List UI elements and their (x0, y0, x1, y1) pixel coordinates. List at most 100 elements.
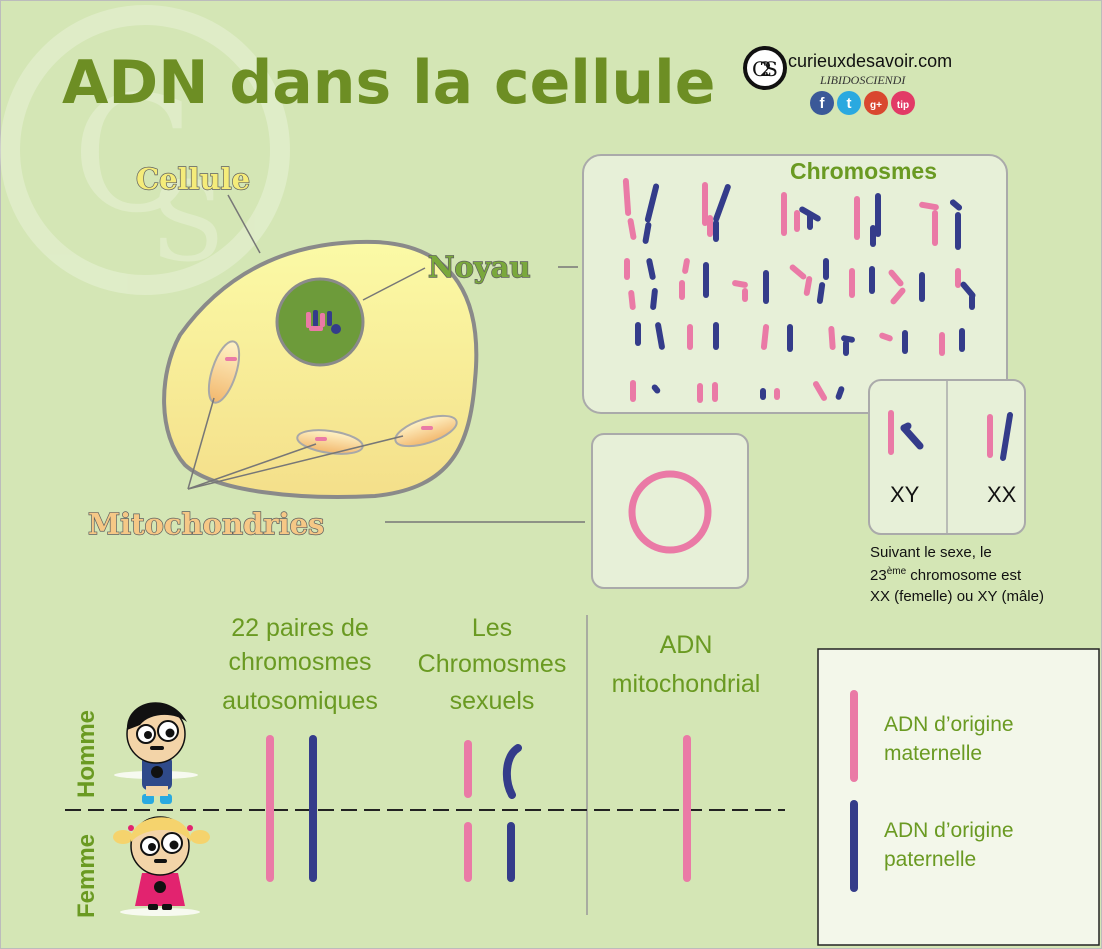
chromosome-mark (969, 294, 975, 310)
site-motto: LIBIDOSCIENDI (819, 73, 906, 87)
chromosome-mark (849, 268, 855, 298)
chromosome-mark (627, 218, 637, 240)
label-noyau: Noyau (428, 250, 531, 284)
female-x-paternal-bar (507, 822, 515, 882)
svg-text:chromosmes: chromosmes (228, 648, 371, 676)
boy-figure (114, 702, 198, 804)
karyotype-title: Chromosmes (790, 158, 937, 184)
legend-maternal-swatch (850, 690, 858, 782)
chromosome-mark (854, 196, 860, 240)
xx-label: XX (987, 482, 1017, 507)
mitochondrion (207, 340, 241, 404)
label-cellule: Cellule (136, 162, 250, 196)
legend-paternal-swatch (850, 800, 858, 892)
chromosome-mark (651, 384, 661, 394)
chromosome-mark (816, 282, 826, 304)
svg-text:t: t (847, 95, 852, 112)
chromosome-mark (949, 199, 963, 211)
watermark-logo: C S (0, 5, 290, 295)
girl-figure (113, 816, 210, 916)
chromosome-mark (955, 268, 961, 288)
chromosome-mark (644, 183, 660, 223)
chromosome-mark (955, 212, 961, 250)
chromosome-mark (713, 322, 719, 350)
svg-text:22 paires de: 22 paires de (231, 614, 369, 642)
svg-text:S: S (150, 158, 225, 286)
chromosome-mark (712, 382, 718, 402)
leader-lines (187, 194, 585, 523)
svg-text:tip: tip (897, 100, 909, 111)
mito-dna-bar (683, 735, 691, 882)
chromosome-mark (687, 324, 693, 350)
site-name[interactable]: curieuxdesavoir.com (788, 51, 952, 71)
nucleus-chromosomes-icon (306, 310, 341, 334)
column-header-mito: ADN mitochondrial (612, 631, 761, 698)
male-x-bar (464, 740, 472, 798)
chromosome-mark (760, 324, 770, 350)
chromosome-mark (635, 322, 641, 346)
chromosome-mark (697, 383, 703, 403)
chromosome-mark (679, 280, 685, 300)
facebook-icon[interactable]: f (810, 91, 834, 115)
chromosome-mark (823, 258, 829, 280)
chromosome-mark (959, 328, 965, 352)
chromosome-mark (879, 332, 893, 342)
legend-maternal-line-2: maternelle (884, 742, 982, 765)
chromosome-mark (828, 326, 836, 350)
chromosome-mark (787, 324, 793, 352)
legend-paternal-line-1: ADN d’origine (884, 819, 1014, 842)
chromosome-mark (624, 258, 630, 280)
twitter-icon[interactable]: t (837, 91, 861, 115)
legend-box (817, 648, 1100, 946)
chromosome-mark (713, 220, 719, 242)
column-header-autosomes: 22 paires de chromosmes autosomiques (222, 614, 378, 715)
xx-chromosomes (987, 412, 1013, 461)
chromosome-mark (890, 287, 906, 305)
inheritance-bars (266, 735, 691, 882)
chromosome-mark (707, 215, 713, 237)
female-x-maternal-bar (464, 822, 472, 882)
logo-letters: C2S (752, 57, 778, 81)
chromosome-mark (646, 258, 656, 280)
chromosome-mark (682, 258, 690, 274)
mito-dna-panel (591, 433, 749, 589)
chromosome-mark (939, 332, 945, 356)
legend-paternal-line-2: paternelle (884, 848, 976, 871)
chromosome-mark (870, 225, 876, 247)
label-mitochondries: Mitochondries (88, 507, 324, 541)
svg-text:Les: Les (472, 614, 512, 642)
sex-note-line-2: 23ème chromosome est (870, 566, 1022, 584)
googleplus-icon[interactable]: g+ (864, 91, 888, 115)
page-title: ADN dans la cellule (62, 48, 715, 118)
cell-diagram (162, 194, 585, 523)
autosome-paternal-bar (309, 735, 317, 882)
svg-text:sexuels: sexuels (450, 687, 535, 715)
chromosome-mark (781, 192, 787, 236)
karyotype-chromosomes (622, 178, 976, 403)
chromosome-mark (622, 178, 632, 216)
tip-icon[interactable]: tip (891, 91, 915, 115)
chromosome-mark (919, 272, 925, 302)
chromosome-mark (843, 340, 849, 356)
chromosome-mark (813, 381, 827, 401)
row-label-homme: Homme (73, 710, 100, 798)
chromosome-mark (760, 388, 766, 400)
chromosome-mark (803, 276, 813, 296)
chromosome-mark (703, 262, 709, 298)
chromosome-mark (835, 386, 845, 400)
chromosome-mark (713, 184, 731, 222)
chromosome-mark (650, 288, 658, 310)
column-header-sex: Les Chromosmes sexuels (418, 614, 567, 715)
chromosome-mark (742, 288, 748, 302)
male-y-bar (502, 744, 522, 799)
chromosome-mark (932, 210, 938, 246)
chromosome-mark (875, 193, 881, 237)
chromosome-mark (807, 212, 813, 230)
c2s-logo-icon (743, 46, 787, 90)
svg-text:Chromosmes: Chromosmes (418, 650, 567, 678)
sex-note-line-3: XX (femelle) ou XY (mâle) (870, 588, 1044, 605)
xy-label: XY (890, 482, 920, 507)
chromosome-mark (630, 380, 636, 402)
